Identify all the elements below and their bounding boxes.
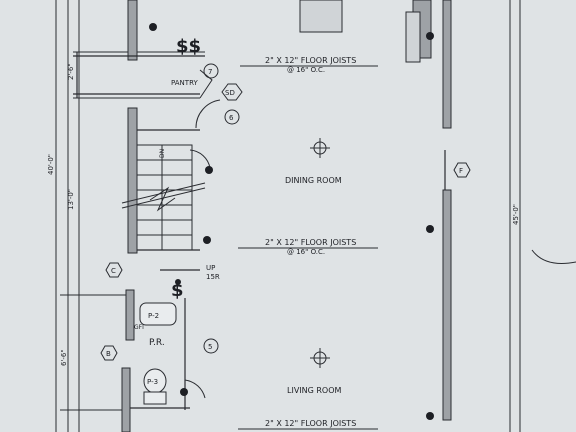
dim-45-0: 45'-0" (512, 204, 520, 225)
hand-mark (531, 249, 576, 264)
fixtures (139, 0, 421, 405)
room-label-dining: DINING ROOM (285, 176, 342, 185)
dim-6-6: 6'-6" (60, 349, 68, 366)
tag-6: 6 (224, 109, 240, 125)
svg-text:@ 16" O.C.: @ 16" O.C. (287, 248, 325, 256)
tag-f: F (453, 162, 471, 178)
door-arc-3 (184, 379, 206, 399)
svg-text:B: B (106, 350, 111, 358)
svg-text:6: 6 (229, 114, 234, 122)
door-arc-1 (195, 99, 221, 129)
svg-text:2" X 12" FLOOR JOISTS: 2" X 12" FLOOR JOISTS (265, 419, 356, 428)
dollar-mark-top: $$ (176, 36, 201, 57)
light-fixtures (310, 138, 330, 368)
dim-2-6: 2'-6" (67, 63, 75, 80)
tag-5: 5 (203, 338, 219, 354)
svg-text:@ 16" O.C.: @ 16" O.C. (287, 66, 325, 74)
svg-text:2" X 12" FLOOR JOISTS: 2" X 12" FLOOR JOISTS (265, 238, 356, 247)
joist-callout-1: 2" X 12" FLOOR JOISTS @ 16" O.C. (240, 56, 378, 74)
tag-sd: SD (221, 83, 243, 101)
dimension-lines (55, 0, 521, 432)
svg-text:F: F (459, 167, 463, 175)
stair-dn-label: DN (159, 149, 166, 158)
svg-text:7: 7 (208, 68, 212, 76)
svg-text:C: C (111, 267, 116, 275)
room-label-living: LIVING ROOM (287, 386, 342, 395)
outlets (149, 23, 434, 420)
stair-risers-label: 15R (206, 273, 220, 281)
tag-c: C (105, 262, 123, 278)
pantry-label: PANTRY (171, 79, 198, 87)
tag-7: 7 (203, 63, 219, 79)
svg-text:2" X 12" FLOOR JOISTS: 2" X 12" FLOOR JOISTS (265, 56, 356, 65)
joist-callout-2: 2" X 12" FLOOR JOISTS @ 16" O.C. (238, 238, 378, 256)
p2-label: P-2 (148, 312, 159, 320)
stair (121, 144, 206, 251)
stair-up-label: UP (206, 264, 215, 272)
gfi-label: GFI (134, 324, 144, 331)
powder-room-label: P.R. (149, 338, 165, 348)
joist-callout-3: 2" X 12" FLOOR JOISTS (238, 419, 378, 430)
svg-text:5: 5 (208, 343, 212, 351)
tag-b: B (100, 345, 118, 361)
dollar-mark-mid: $ (171, 280, 184, 301)
p3-label: P-3 (147, 378, 158, 386)
svg-text:SD: SD (225, 89, 235, 97)
dim-40-0: 40'-0" (47, 154, 55, 175)
dim-13-0: 13'-0" (67, 189, 75, 210)
